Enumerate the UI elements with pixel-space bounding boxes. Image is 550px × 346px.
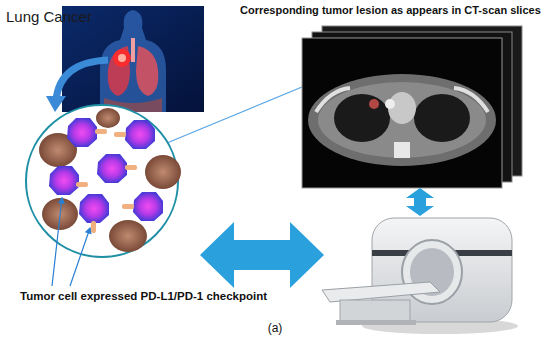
cell-label: Tumor cell expressed PD-L1/PD-1 checkpoi… [20, 290, 267, 303]
curved-arrow [56, 60, 108, 100]
leader-line [70, 228, 90, 286]
image-caption: Corresponding tumor lesion as appears in… [240, 4, 541, 17]
tumor-tissue [39, 108, 181, 252]
organ-label: Lung Cancer [6, 8, 92, 25]
arrow-head [46, 96, 66, 112]
vertical-double-arrow [406, 188, 434, 216]
scanner-illustration [322, 218, 518, 334]
leader-line [52, 198, 62, 286]
panel-letter: (a) [268, 322, 283, 336]
double-arrow [200, 222, 324, 288]
tumor-cells [49, 118, 163, 233]
ct-slices [302, 26, 522, 188]
